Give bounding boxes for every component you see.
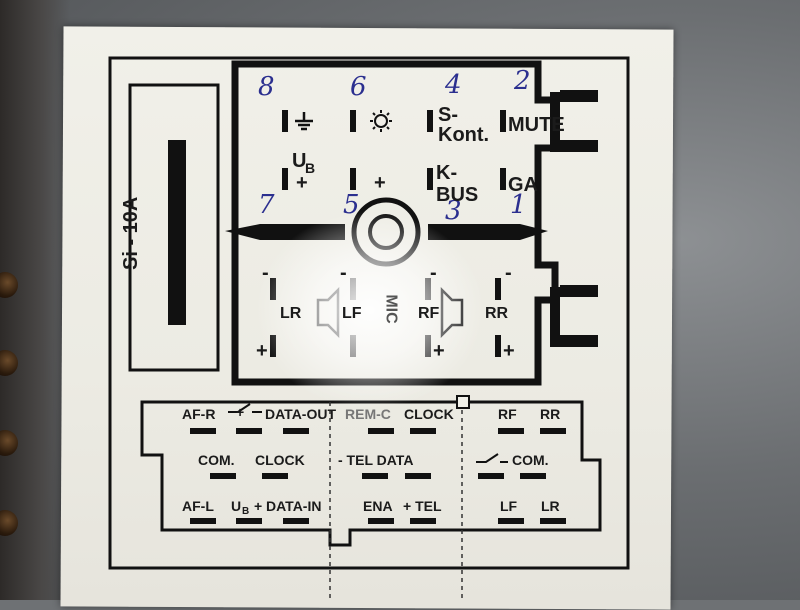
bottom-connector-outline [140, 400, 602, 547]
ena-label: ENA [363, 498, 393, 514]
rr-label: RR [540, 406, 561, 422]
speaker-right-icon [440, 286, 464, 339]
kbus-label-2: BUS [436, 184, 479, 206]
speaker-minus: - [430, 262, 437, 284]
lr-label: LR [541, 498, 560, 514]
mounting-hole [0, 350, 18, 376]
plus-label: + [374, 172, 386, 194]
rf-label: RF [498, 406, 517, 422]
ub-label: U [292, 150, 307, 172]
data-out-label: DATA-OUT [265, 406, 337, 422]
speaker-plus: + [256, 340, 268, 362]
ga-label: GA [508, 174, 538, 196]
center-post [351, 197, 421, 267]
s-kont-label-1: S- [438, 104, 458, 126]
af-r-label: AF-R [182, 406, 216, 422]
light-icon [370, 110, 392, 132]
handwritten-8: 8 [258, 72, 275, 102]
handwritten-4: 4 [445, 70, 462, 100]
speaker-left-icon [316, 286, 340, 339]
fuse-label: Si - 10A [120, 196, 142, 270]
speaker-lf-label: LF [342, 305, 362, 322]
ground-icon [295, 112, 313, 131]
speaker-minus: - [505, 262, 512, 284]
mounting-hole [0, 430, 18, 456]
mounting-hole [0, 272, 18, 298]
handwritten-2: 2 [514, 66, 531, 96]
mute-label: MUTE [508, 114, 565, 136]
handwritten-6: 6 [350, 72, 367, 102]
speaker-plus: + [433, 340, 445, 362]
com-right-label: COM. [512, 452, 549, 468]
af-l-label: AF-L [182, 498, 214, 514]
handwritten-5: 5 [343, 190, 360, 220]
switch-plus-label: + [236, 404, 245, 420]
fuse-box [128, 83, 220, 372]
ub-subscript-bottom: B [242, 506, 250, 517]
speaker-rf-label: RF [418, 305, 440, 322]
top-connector-outline [231, 60, 559, 386]
handwritten-3: 3 [445, 196, 462, 226]
speaker-minus: - [262, 262, 269, 284]
fuse-bar [168, 140, 186, 325]
ub-label-bottom: U [231, 498, 242, 514]
tel-data-label: - TEL DATA [338, 452, 414, 468]
s-kont-label-2: Kont. [438, 124, 490, 146]
switch-icon [228, 403, 262, 413]
bottom-pins [190, 428, 566, 524]
speaker-minus: - [340, 262, 347, 284]
outer-frame [108, 56, 630, 570]
speaker-plus: + [503, 340, 515, 362]
clock-label: CLOCK [404, 406, 454, 422]
speaker-lr-label: LR [280, 305, 302, 322]
switch-icon [476, 453, 508, 463]
data-in-label: DATA-IN [266, 498, 322, 514]
ub-plus-bottom: + [254, 498, 263, 514]
com-label: COM. [198, 452, 235, 468]
handwritten-7: 7 [258, 190, 275, 220]
metal-edge-shadow [0, 0, 70, 600]
mic-label: MIC [382, 294, 400, 324]
tel-label: + TEL [403, 498, 442, 514]
clock-label-2: CLOCK [255, 452, 305, 468]
lf-label: LF [500, 498, 518, 514]
ub-subscript: B [305, 160, 316, 176]
ub-plus-label: + [296, 172, 308, 194]
rem-c-label: REM-C [345, 406, 391, 422]
mounting-hole [0, 510, 18, 536]
speaker-rr-label: RR [485, 305, 509, 322]
handwritten-1: 1 [510, 190, 527, 220]
kbus-label-1: K- [436, 162, 458, 184]
